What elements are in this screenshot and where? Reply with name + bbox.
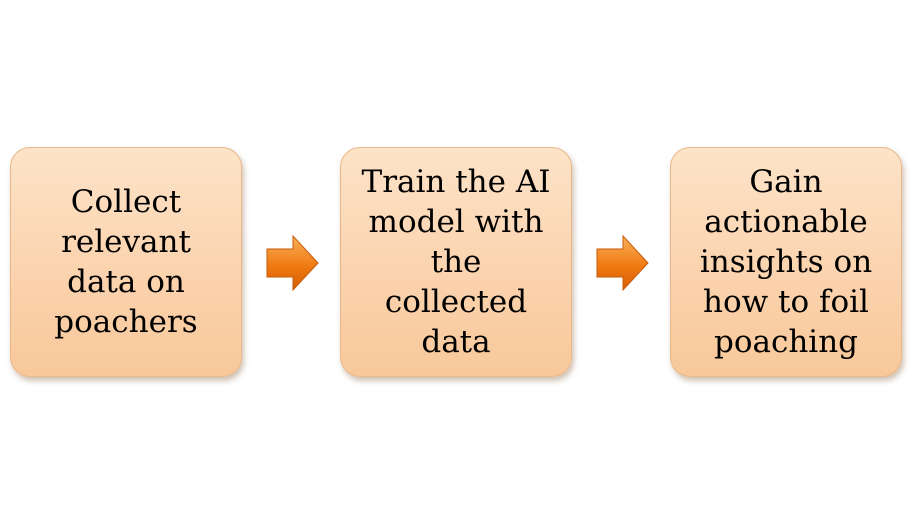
step-label: Collect relevant data on poachers: [54, 184, 198, 340]
step-label: Gain actionable insights on how to foil …: [699, 164, 873, 360]
right-arrow-icon: [266, 234, 319, 292]
step-box-train-model: Train the AI model with the collected da…: [340, 147, 572, 377]
right-arrow-icon: [596, 234, 649, 292]
step-box-collect-data: Collect relevant data on poachers: [10, 147, 242, 377]
step-box-gain-insights: Gain actionable insights on how to foil …: [670, 147, 902, 377]
step-label: Train the AI model with the collected da…: [361, 164, 551, 360]
